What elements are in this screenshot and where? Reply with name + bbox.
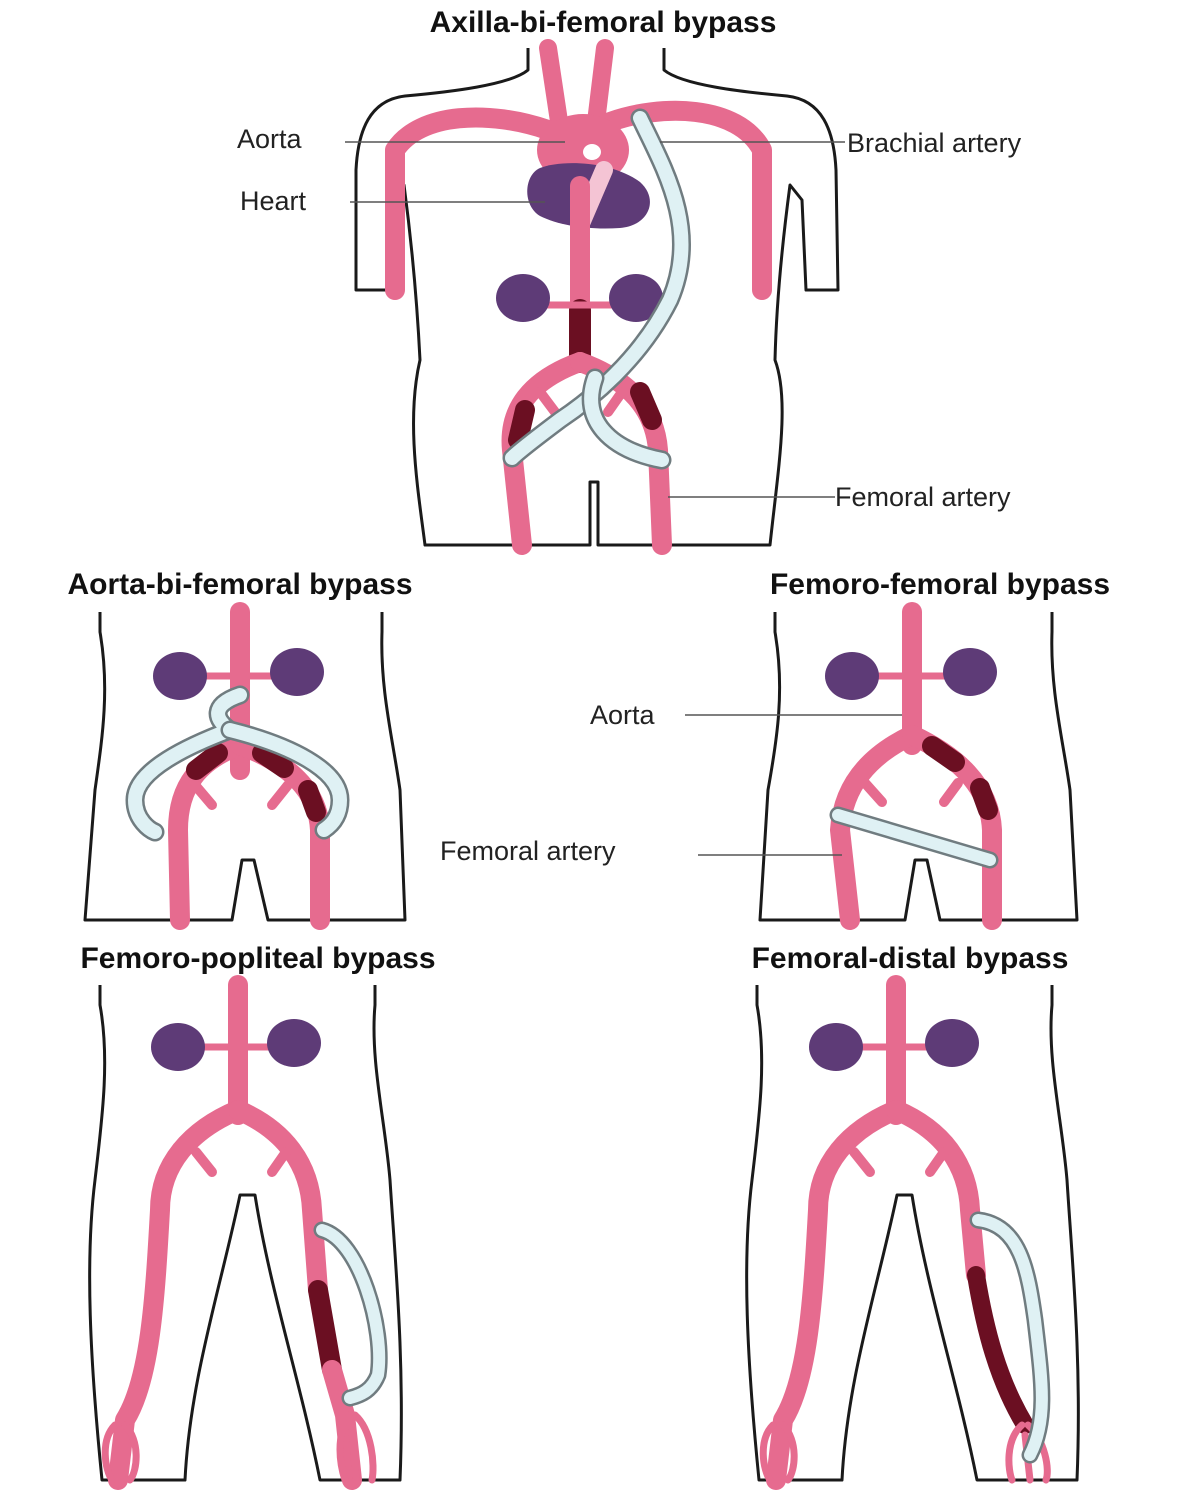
panel-title-axilla: Axilla-bi-femoral bypass: [430, 6, 777, 39]
iliac-blockage-left-lower: [308, 790, 316, 812]
kidney-right: [496, 274, 550, 322]
label-brachial-artery: Brachial artery: [847, 128, 1022, 158]
kidney-right: [153, 652, 207, 700]
iliac-blockage-right: [196, 753, 218, 770]
label-femoral-artery: Femoral artery: [835, 482, 1011, 512]
kidney-left: [925, 1019, 979, 1067]
panel-title-femoro-popliteal: Femoro-popliteal bypass: [80, 942, 435, 975]
panel-title-aorta-bi: Aorta-bi-femoral bypass: [67, 568, 412, 601]
panel-femoro-femoral: Femoro-femoral bypass Aorta Femoral arte…: [440, 568, 1110, 920]
carotid-artery-right: [548, 48, 560, 128]
panel-title-femoral-distal: Femoral-distal bypass: [752, 942, 1069, 975]
label-femoral-artery: Femoral artery: [440, 836, 616, 866]
panel-femoral-distal: Femoral-distal bypass: [747, 942, 1079, 1480]
kidney-right: [825, 652, 879, 700]
iliac-blockage-left: [932, 746, 955, 762]
iliac-blockage-right: [518, 410, 525, 440]
kidney-right: [151, 1023, 205, 1071]
label-heart: Heart: [240, 186, 307, 216]
kidney-left: [270, 648, 324, 696]
kidney-right: [809, 1023, 863, 1071]
aortic-arch-lumen: [583, 144, 601, 160]
panel-aorta-bi-femoral: Aorta-bi-femoral bypass: [67, 568, 412, 920]
kidney-left: [267, 1019, 321, 1067]
panel-axilla-bi-femoral: Axilla-bi-femoral bypass: [237, 6, 1022, 545]
iliac-blockage-left: [640, 392, 652, 420]
label-aorta: Aorta: [237, 124, 303, 154]
label-aorta: Aorta: [590, 700, 656, 730]
iliac-blockage-left-lower: [980, 788, 988, 810]
kidney-left: [943, 648, 997, 696]
panel-title-femoro-femoral: Femoro-femoral bypass: [770, 568, 1110, 601]
carotid-artery-left: [596, 48, 605, 122]
panel-femoro-popliteal: Femoro-popliteal bypass: [80, 942, 435, 1480]
popliteal-blockage: [318, 1290, 332, 1370]
